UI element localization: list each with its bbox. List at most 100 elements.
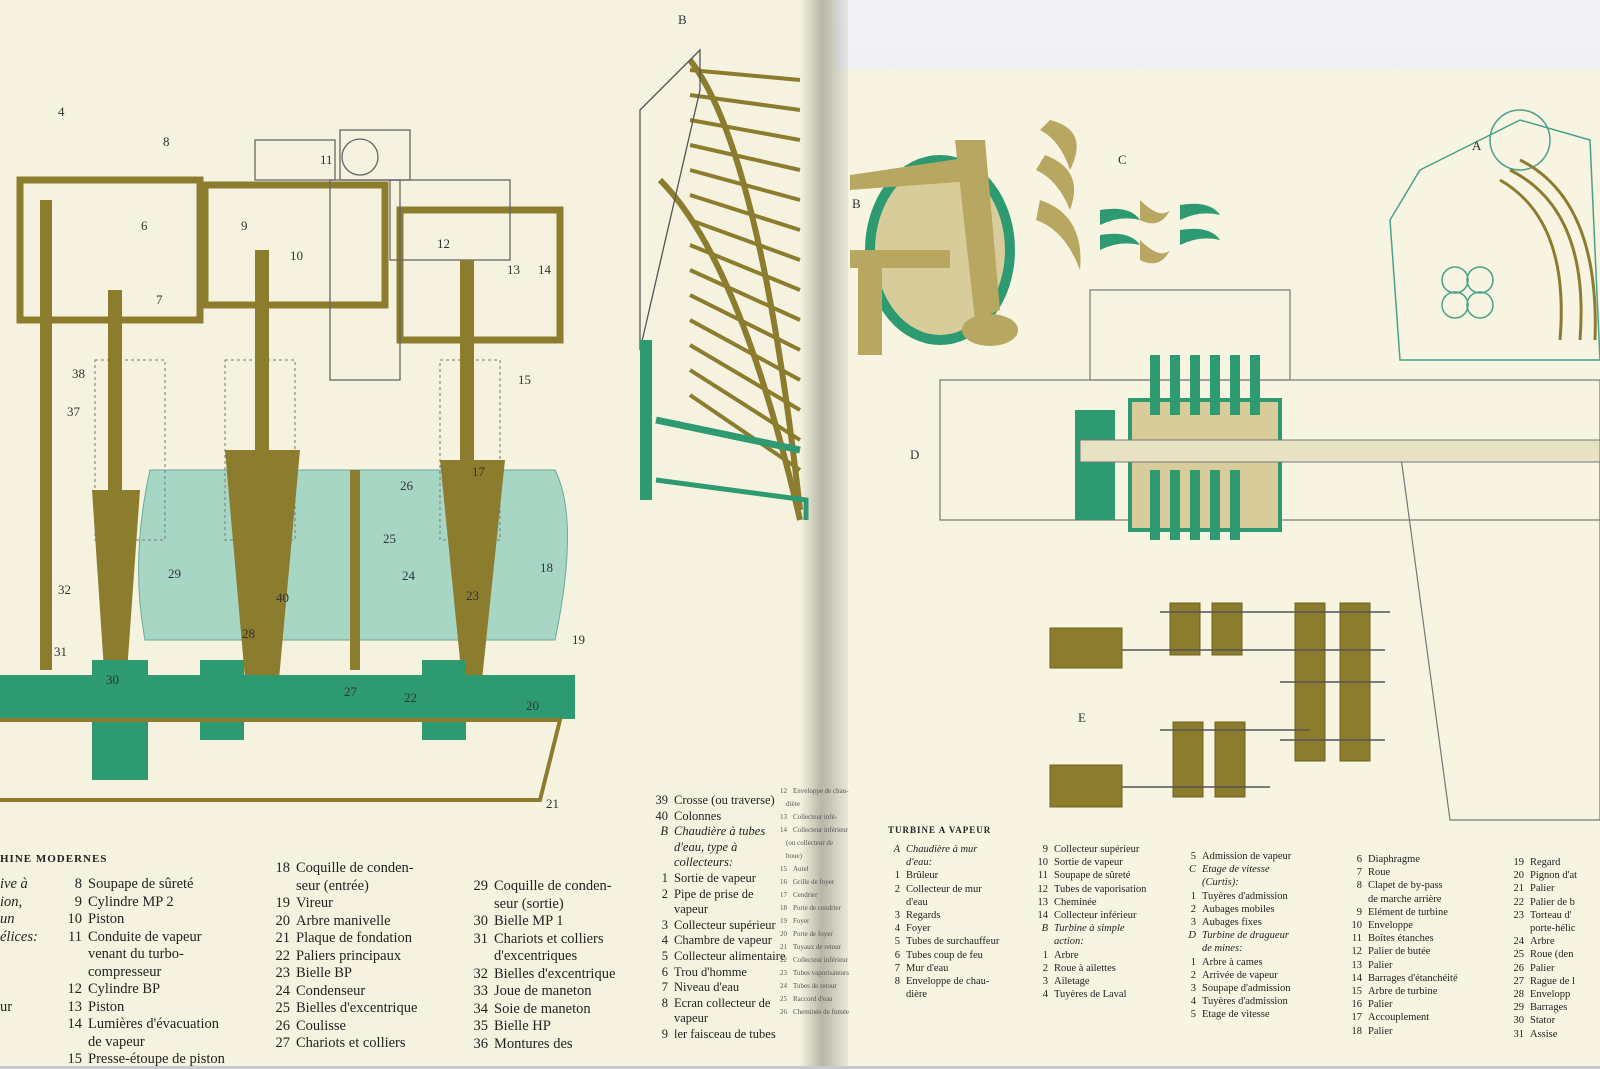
legend-row: seur (sortie) [466,896,615,914]
legend-text: seur (entrée) [296,877,369,894]
engine-callout: 38 [72,366,85,381]
legend-row: dière [888,988,999,1001]
legend-row: (Curtis): [1184,876,1291,889]
legend-text: Roue (den [1530,949,1574,961]
legend-text: collecteurs: [674,855,734,870]
legend-text: Autel [793,865,809,873]
legend-fragment [0,964,38,982]
left-legend-fragment-column: ive à ion, un élices: ur [0,876,38,1016]
legend-text: d'eau, type à [674,839,738,854]
legend-text: Collecteur inférieur [1054,910,1137,922]
legend-text: Coquille de conden- [494,878,612,894]
engine-callout: 23 [466,588,479,603]
legend-num: 18 [780,904,787,912]
legend-text: Aubages fixes [1202,917,1262,929]
legend-text: Joue de maneton [494,983,592,999]
engine-callout: 31 [54,644,67,659]
legend-text: Assise [1530,1028,1558,1040]
legend-text: Tuyaux de retour [793,943,841,951]
legend-text: Torteau d' [1530,909,1572,921]
legend-text: Coulisse [296,1017,346,1034]
legend-text: Piston [88,911,125,927]
legend-text: Enveloppe de chau- [906,976,990,988]
engine-callout: 12 [437,236,450,251]
legend-row: 15 Arbre de turbine [1346,985,1458,998]
legend-text: Palier [1530,962,1555,974]
legend-text: Palier [1368,1025,1393,1037]
legend-num: 25 [780,995,787,1003]
engine-callout: 9 [241,218,248,233]
legend-num: 15 [1351,986,1363,998]
legend-text: d'eau: [906,857,933,869]
legend-num: 30 [473,913,489,929]
legend-num: 24 [780,982,787,990]
legend-text: Arbre à cames [1202,956,1263,968]
legend-num: A [893,844,900,855]
legend-num: 5 [661,948,668,963]
legend-num: 8 [661,995,668,1010]
legend-num: 11 [1351,933,1362,945]
legend-num: 26 [780,1008,787,1016]
legend-num: 32 [473,965,489,982]
legend-text: Arbre de turbine [1368,986,1438,998]
legend-text: Soupape de sûreté [1054,870,1131,882]
turbine-e-letter-label: E [1078,710,1086,725]
engine-callout: 37 [67,404,80,419]
legend-num: 3 [1190,917,1196,929]
engine-callout: 40 [276,590,289,605]
legend-num: 22 [1513,896,1525,908]
legend-fragment [0,946,38,964]
legend-num: B [660,824,668,839]
legend-num: 6 [894,949,900,961]
legend-text: Collecteur inférieur [793,956,849,964]
legend-row: (ou collecteur de [780,837,849,850]
legend-row: seur (entrée) [268,878,417,896]
legend-num: 2 [1190,903,1196,915]
legend-text: action: [1054,936,1084,948]
legend-text: seur (sortie) [494,895,564,912]
legend-text: Tubes coup de feu [906,949,983,961]
legend-row: porte-hélic [1508,922,1577,935]
legend-fragment [0,981,38,999]
legend-text: Soupape d'admission [1202,983,1291,995]
legend-fragment: ion, [0,893,23,910]
legend-num: 20 [1513,870,1525,882]
engine-callout: 19 [572,632,585,647]
legend-num: B [1041,923,1048,935]
legend-num: 22 [275,947,291,964]
legend-num: 5 [1190,1009,1196,1021]
legend-text: Crosse (ou traverse) [674,793,775,807]
